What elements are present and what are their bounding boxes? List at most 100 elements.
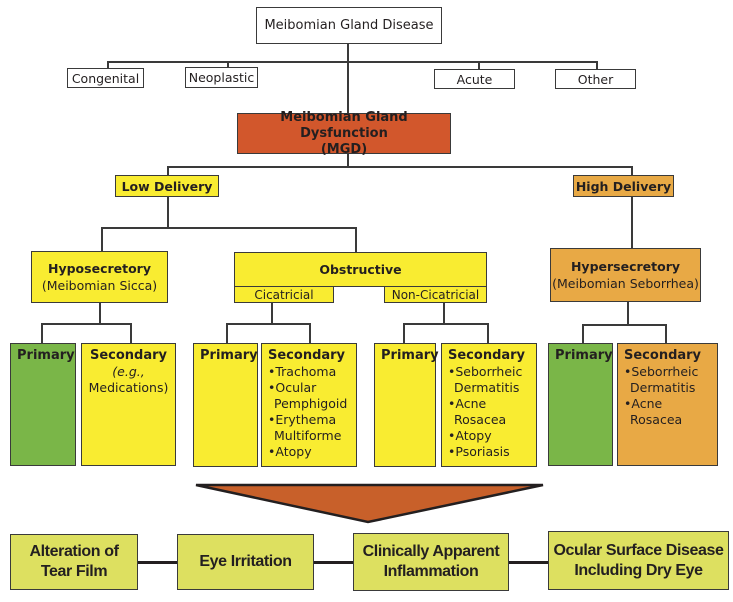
connector [226, 323, 310, 325]
obstructive-node: Obstructive [234, 252, 487, 287]
connector [271, 302, 273, 324]
eg-text: (e.g., [112, 364, 145, 379]
hyper-secondary-node: Secondary •Seborrheic Dermatitis •Acne R… [617, 343, 718, 466]
mgd-title: Meibomian Gland Dysfunction [280, 109, 408, 141]
connector [631, 196, 633, 248]
category-acute: Acute [434, 69, 515, 89]
mgd-abbrev: (MGD) [320, 141, 368, 157]
high-delivery-label: High Delivery [575, 178, 672, 194]
cicatricial-node: Cicatricial [234, 286, 334, 303]
connector [355, 227, 357, 252]
root-node-meibomian-gland-disease: Meibomian Gland Disease [256, 7, 442, 44]
secondary-label: Secondary [268, 348, 346, 363]
primary-label: Primary [17, 348, 75, 363]
connector [107, 61, 597, 63]
secondary-label: Secondary [448, 348, 526, 363]
connector [596, 61, 598, 69]
arrow-triangle [195, 483, 544, 524]
secondary-label: Secondary [89, 348, 168, 363]
outcome-line2: Tear Film [40, 563, 108, 580]
connector [137, 561, 557, 564]
connector [347, 44, 349, 116]
connector [627, 301, 629, 325]
hypo-secondary-node: Secondary (e.g., Medications) [81, 343, 176, 466]
outcome-ocular-surface-disease: Ocular Surface Disease Including Dry Eye [548, 531, 729, 590]
hypo-primary-node: Primary [10, 343, 76, 466]
connector [309, 323, 311, 343]
secondary-item: •Atopy [268, 444, 312, 459]
low-delivery-node: Low Delivery [115, 175, 219, 197]
connector [99, 302, 101, 324]
connector [347, 154, 349, 167]
secondary-item: •Seborrheic Dermatitis [624, 364, 699, 395]
noncic-secondary-node: Secondary •Seborrheic Dermatitis •Acne R… [441, 343, 537, 467]
secondary-item: •Trachoma [268, 364, 337, 379]
outcome-line1: Clinically Apparent [362, 543, 500, 560]
connector [226, 323, 228, 343]
noncic-primary-node: Primary [374, 343, 439, 467]
category-congenital: Congenital [67, 68, 144, 88]
connector [167, 166, 169, 176]
connector [582, 324, 666, 326]
connector [167, 196, 169, 228]
hypersecretory-node: Hypersecretory (Meibomian Seborrhea) [550, 248, 701, 302]
secondary-label: Secondary [624, 348, 702, 363]
secondary-item: •Psoriasis [448, 444, 510, 459]
secondary-item: •Acne Rosacea [624, 396, 683, 427]
hypersecretory-subtitle: (Meibomian Seborrhea) [552, 276, 699, 291]
connector [582, 324, 584, 343]
non-cicatricial-label: Non-Cicatricial [391, 287, 480, 302]
primary-label: Primary [200, 348, 258, 363]
outcome-line1: Ocular Surface Disease [553, 541, 724, 559]
hypersecretory-title: Hypersecretory [570, 259, 681, 274]
connector [478, 61, 480, 69]
connector [41, 323, 131, 325]
secondary-item: •Atopy [448, 428, 492, 443]
secondary-item: •Acne Rosacea [448, 396, 507, 427]
category-label: Congenital [71, 70, 140, 86]
connector [487, 323, 489, 343]
outcome-line2: Inflammation [383, 563, 479, 580]
category-label: Acute [456, 71, 493, 87]
connector [167, 166, 632, 168]
secondary-item: •Erythema Multiforme [268, 412, 342, 443]
cicatricial-label: Cicatricial [254, 287, 314, 302]
category-other: Other [555, 69, 636, 89]
connector [101, 227, 103, 251]
connector [443, 302, 445, 324]
connector [631, 166, 633, 176]
category-label: Neoplastic [188, 70, 255, 85]
outcome-clinically-apparent-inflammation: Clinically Apparent Inflammation [353, 533, 509, 591]
outcome-line2: Including Dry Eye [574, 561, 703, 579]
connector [130, 323, 132, 343]
connector [665, 324, 667, 343]
hyposecretory-subtitle: (Meibomian Sicca) [41, 278, 158, 293]
obstructive-title: Obstructive [319, 262, 402, 277]
hyper-primary-node: Primary [548, 343, 613, 466]
connector [107, 61, 109, 68]
mgd-node: Meibomian Gland Dysfunction (MGD) [237, 109, 451, 157]
non-cicatricial-node: Non-Cicatricial [384, 286, 487, 303]
low-delivery-label: Low Delivery [121, 178, 213, 194]
outcome-line1: Alteration of [29, 543, 119, 560]
connector [403, 323, 488, 325]
secondary-item: •Ocular Pemphigoid [268, 380, 348, 411]
high-delivery-node: High Delivery [573, 175, 674, 197]
root-label: Meibomian Gland Disease [264, 18, 434, 33]
connector [403, 323, 405, 343]
category-neoplastic: Neoplastic [185, 67, 258, 88]
category-label: Other [577, 71, 614, 87]
connector [41, 323, 43, 343]
outcome-line1: Eye Irritation [199, 553, 292, 570]
cic-primary-node: Primary [193, 343, 258, 467]
cic-secondary-node: Secondary •Trachoma •Ocular Pemphigoid •… [261, 343, 357, 467]
primary-label: Primary [555, 348, 613, 363]
connector [227, 61, 229, 68]
primary-label: Primary [381, 348, 439, 363]
outcome-eye-irritation: Eye Irritation [177, 534, 314, 590]
outcome-alteration-of-tear-film: Alteration of Tear Film [10, 534, 138, 590]
medications-text: Medications) [88, 380, 169, 395]
connector [101, 227, 356, 229]
hyposecretory-title: Hyposecretory [48, 261, 151, 276]
